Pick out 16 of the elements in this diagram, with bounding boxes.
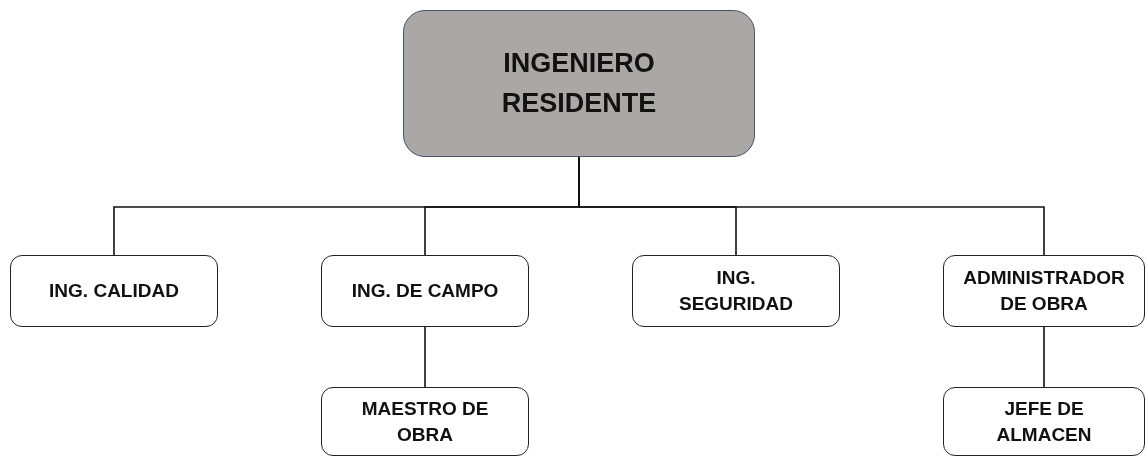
org-box (321, 255, 529, 327)
connector-line (1043, 326, 1045, 388)
connector-line (424, 326, 426, 388)
role-label: ADMINISTRADOR DE OBRA (962, 266, 1126, 316)
role-label: JEFE DE ALMACEN (995, 396, 1093, 447)
org-box (403, 10, 755, 157)
role-label: MAESTRO DE OBRA (360, 396, 490, 447)
org-box (321, 387, 529, 456)
role-label: ING. CALIDAD (49, 279, 179, 304)
org-box (943, 387, 1145, 456)
org-box (10, 255, 218, 327)
role-label: INGENIERO RESIDENTE (500, 47, 658, 120)
org-box (632, 255, 840, 327)
role-label: ING. DE CAMPO (351, 279, 499, 304)
org-box (943, 255, 1145, 327)
role-label: ING. SEGURIDAD (678, 266, 794, 316)
